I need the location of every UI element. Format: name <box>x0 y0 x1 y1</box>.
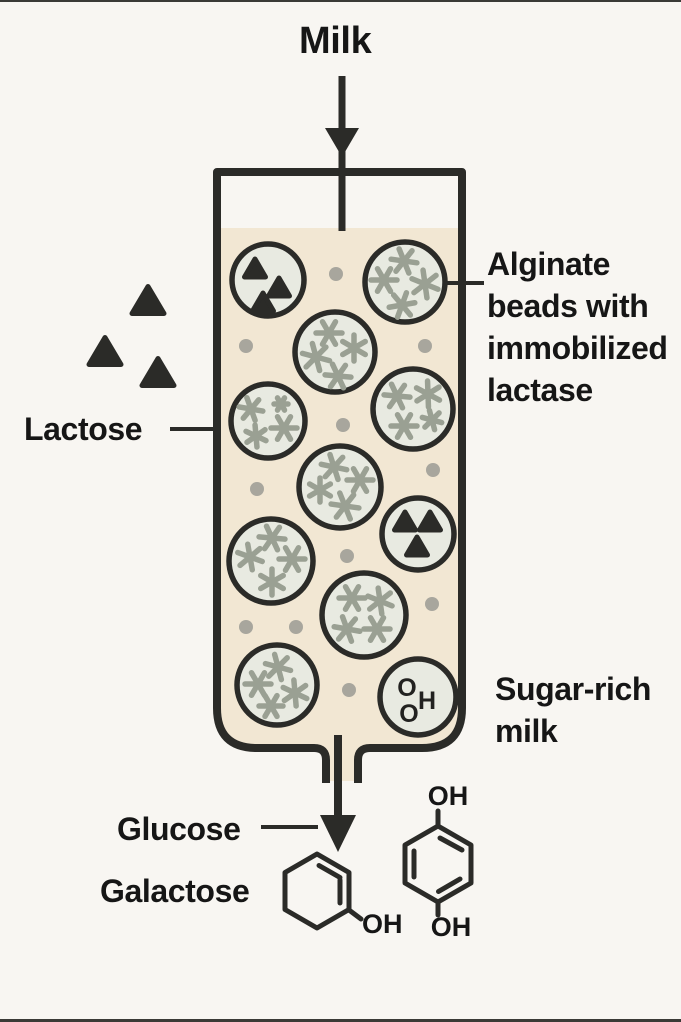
alginate-bead <box>362 239 448 325</box>
milk-particle-dot <box>426 463 440 477</box>
alginate-beads-label: Alginate beads with immobilized lactase <box>487 243 668 411</box>
top-border <box>0 0 681 2</box>
lactose-triangle <box>129 284 167 316</box>
alginate-label-line1: Alginate <box>487 246 611 282</box>
milk-particle-dot <box>340 549 354 563</box>
lactase-enzyme-asterisk <box>236 394 266 424</box>
alginate-bead <box>319 570 409 660</box>
bottom-border <box>0 1019 681 1022</box>
lactase-enzyme-asterisk <box>243 422 269 450</box>
lactase-enzyme-asterisk <box>409 267 441 301</box>
lactase-enzyme-asterisk <box>413 378 443 410</box>
lactase-enzyme-asterisk <box>299 340 333 374</box>
lactase-enzyme-asterisk <box>344 465 376 495</box>
milk-particle-dots-layer <box>239 267 440 697</box>
milk-particle-dot <box>289 620 303 634</box>
alginate-bead <box>226 516 316 606</box>
alginate-bead <box>228 381 308 461</box>
milk-particle-dot <box>239 620 253 634</box>
lactase-enzyme-asterisk <box>268 413 300 443</box>
galactose-label: Galactose <box>100 873 250 909</box>
lactase-enzyme-asterisk <box>361 614 393 644</box>
galactose-oh-label: OH <box>362 909 403 939</box>
lactose-triangle <box>266 275 292 299</box>
sugar-label-line1: Sugar-rich <box>495 671 652 707</box>
alginate-bead <box>234 642 320 728</box>
milk-particle-dot <box>239 339 253 353</box>
milk-particle-dot <box>342 683 356 697</box>
lactase-enzyme-asterisk <box>313 318 345 348</box>
lactase-enzyme-asterisk <box>271 395 291 413</box>
lactose-triangles-layer <box>86 284 177 388</box>
lactase-enzyme-asterisk <box>368 265 400 295</box>
alginate-bead <box>292 309 378 395</box>
lactase-enzyme-asterisk <box>388 246 420 276</box>
galactose-molecule <box>282 851 364 931</box>
bead-outline <box>377 656 459 738</box>
lactase-enzyme-asterisk <box>322 361 354 391</box>
bead-outline <box>228 381 308 461</box>
lactase-enzyme-asterisk <box>336 583 368 613</box>
sugar-rich-milk-label: Sugar-rich milk <box>495 668 651 752</box>
lactose-triangle <box>86 335 124 367</box>
bead-outline <box>226 516 316 606</box>
lactose-triangle <box>392 509 418 533</box>
milk-particle-dot <box>329 267 343 281</box>
sugar-letter: O <box>399 700 418 728</box>
milk-particle-dot <box>418 339 432 353</box>
outlet-arrow <box>320 735 356 852</box>
lactase-enzyme-asterisk <box>256 692 286 720</box>
lactase-enzyme-asterisk <box>280 677 310 709</box>
lactase-enzyme-asterisk <box>381 381 413 411</box>
lactose-triangle <box>139 356 177 388</box>
alginate-bead <box>370 366 456 452</box>
milk-particle-dot <box>336 418 350 432</box>
milk-particle-dot <box>250 482 264 496</box>
lactose-label: Lactose <box>24 411 143 447</box>
lactase-enzyme-asterisk <box>276 544 308 574</box>
lactase-enzyme-asterisk <box>386 290 418 320</box>
alginate-bead <box>379 495 457 573</box>
bead-outline <box>379 495 457 573</box>
sugar-letter: H <box>418 687 436 715</box>
lactose-triangle <box>417 509 443 533</box>
glucose-label: Glucose <box>117 811 241 847</box>
alginate-label-line3: immobilized <box>487 330 668 366</box>
glucose-oh-bottom-label: OH <box>431 912 472 942</box>
lactase-enzyme-asterisk <box>257 566 287 598</box>
lactase-enzyme-asterisk <box>331 614 363 644</box>
lactase-enzyme-asterisk <box>256 523 288 553</box>
lactase-enzyme-asterisk <box>235 541 265 573</box>
lactose-triangle <box>250 290 276 314</box>
lactose-triangle <box>242 256 268 280</box>
lactase-enzyme-asterisk <box>339 332 369 364</box>
lactase-enzyme-asterisk <box>306 475 334 505</box>
alginate-bead <box>229 241 307 319</box>
lactase-enzyme-asterisk <box>318 451 350 483</box>
lactase-enzyme-asterisk <box>365 585 395 617</box>
lactase-enzyme-asterisk <box>328 490 362 522</box>
lactose-triangle <box>404 534 430 558</box>
sugar-letter: O <box>397 674 416 702</box>
sugar-label-line2: milk <box>495 713 558 749</box>
milk-inlet-arrow <box>325 76 359 231</box>
alginate-bead <box>296 443 384 531</box>
alginate-label-line2: beads with <box>487 288 649 324</box>
milk-particle-dot <box>425 597 439 611</box>
alginate-label-line4: lactase <box>487 372 593 408</box>
lactase-enzyme-asterisk <box>388 411 420 441</box>
lactase-enzyme-asterisk <box>419 407 445 433</box>
glucose-oh-top-label: OH <box>428 781 469 811</box>
lactase-enzyme-asterisk <box>262 651 294 683</box>
bead-outline <box>319 570 409 660</box>
glucose-molecule <box>402 808 474 918</box>
milk-label: Milk <box>299 20 372 62</box>
lactase-enzyme-asterisk <box>242 669 274 699</box>
